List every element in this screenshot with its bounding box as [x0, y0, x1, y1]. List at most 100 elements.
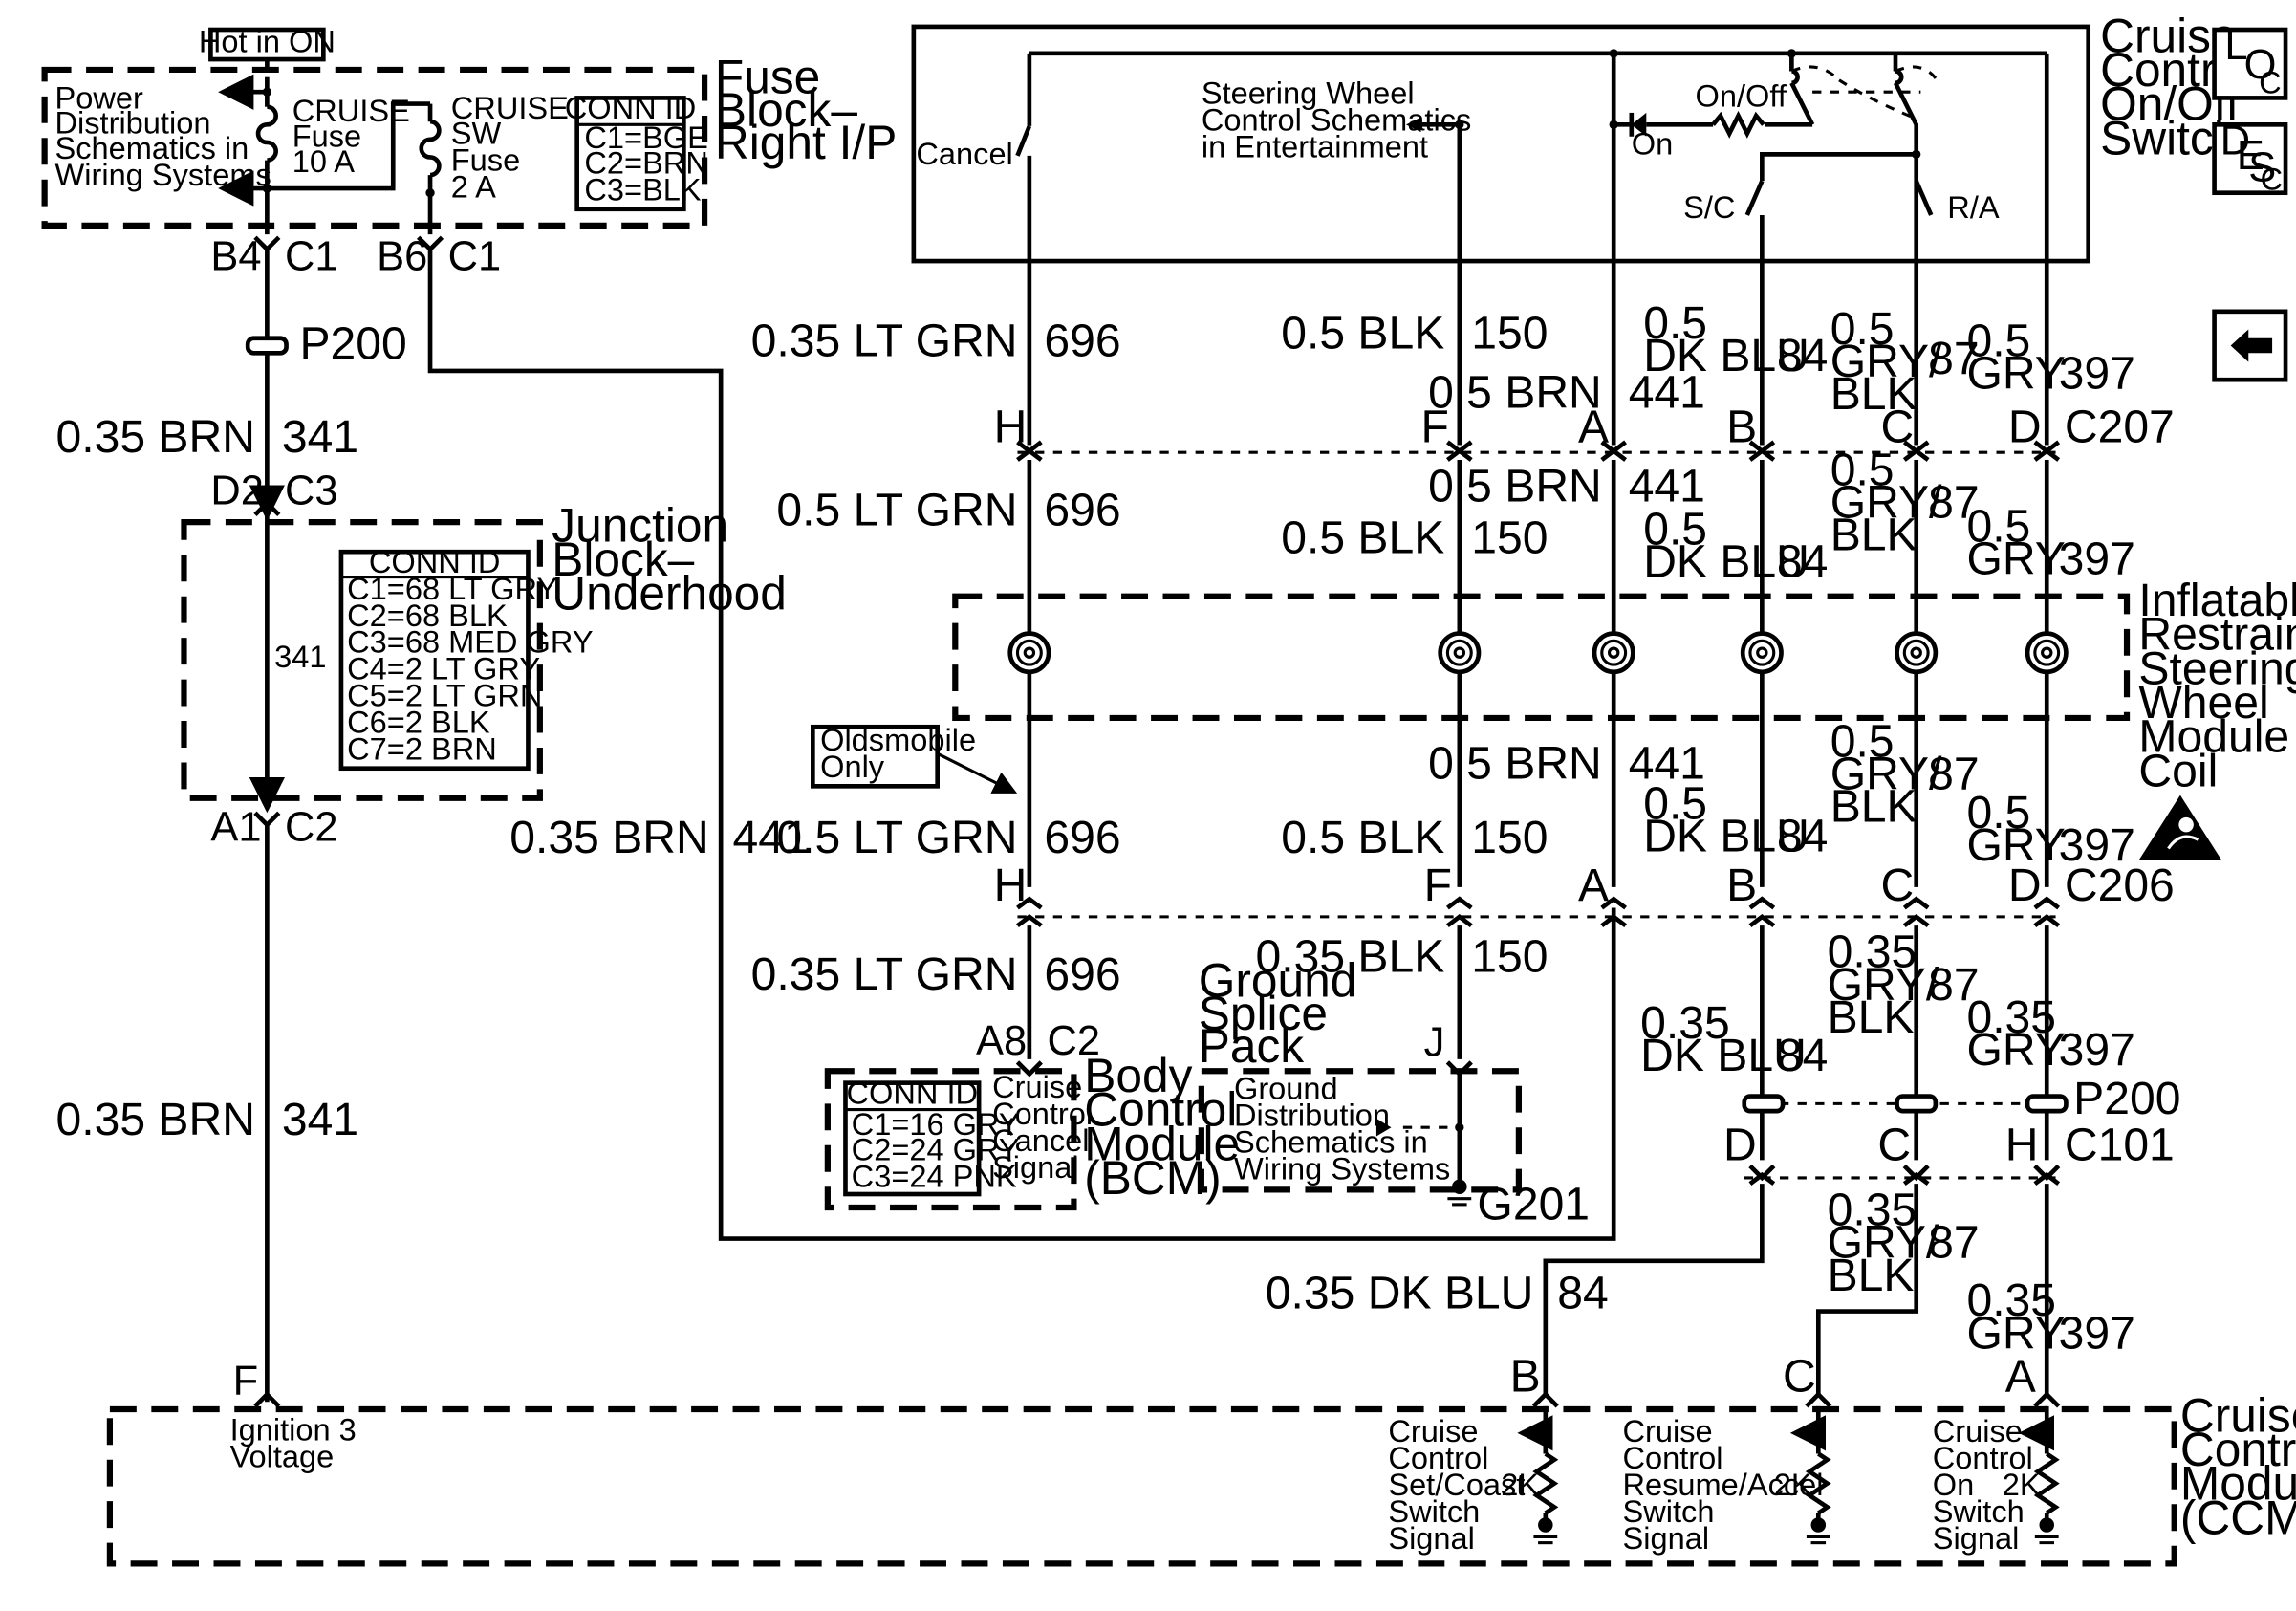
led-on-label: On [1632, 126, 1673, 161]
svg-text:O: O [2244, 42, 2277, 88]
coil-spiral-icon [1007, 631, 2069, 675]
svg-text:Right I/P: Right I/P [715, 116, 897, 169]
svg-text:Coil: Coil [2138, 745, 2218, 796]
description-icon[interactable]: D E S C [2212, 118, 2288, 197]
svg-text:B: B [1510, 1350, 1541, 1402]
circuit-341: P200 0.35 BRN 341 D2 C3 341 A1 C2 0.35 B… [56, 249, 407, 1408]
svg-text:Control: Control [1623, 1441, 1723, 1475]
mid-wire-labels: 0.5 LT GRN 696 0.5 BRN 441 0.5 BLK 150 0… [776, 444, 2134, 587]
svg-text:Ground: Ground [1199, 954, 1357, 1008]
svg-text:A: A [1578, 860, 1609, 911]
svg-text:0.5 BLK: 0.5 BLK [1281, 308, 1444, 359]
svg-text:F: F [1424, 860, 1452, 911]
svg-text:150: 150 [1471, 512, 1548, 564]
svg-text:C206: C206 [2065, 860, 2175, 911]
svg-text:Module: Module [1084, 1117, 1240, 1170]
svg-text:341: 341 [282, 1094, 358, 1145]
svg-text:0.5: 0.5 [1643, 297, 1707, 349]
svg-text:C101: C101 [2065, 1119, 2175, 1170]
svg-text:0.35 BLK: 0.35 BLK [1256, 930, 1445, 982]
pin-a1: A1 [210, 805, 261, 851]
svg-text:A: A [1578, 401, 1609, 452]
svg-text:C5=2 LT GRN: C5=2 LT GRN [347, 679, 542, 713]
svg-text:397: 397 [2059, 1307, 2135, 1359]
svg-text:Module: Module [2180, 1457, 2296, 1511]
body-control-module: A8 C2 CONN ID C1=16 GRY C2=24 GRY C3=24 … [824, 1018, 1240, 1211]
svg-text:C3=BLK: C3=BLK [584, 172, 702, 207]
svg-text:150: 150 [1471, 812, 1548, 863]
set-coast-input: 2K Cruise Control Set/Coast Switch Signa… [1388, 1405, 1559, 1556]
pin-c2: C2 [285, 805, 338, 851]
junction-block: CONN ID C1=68 LT GRY C2=68 BLK C3=68 MED… [181, 498, 787, 801]
svg-text:GRY/: GRY/ [1830, 748, 1942, 799]
svg-text:Power: Power [54, 80, 142, 115]
svg-text:C7=2 BRN: C7=2 BRN [347, 731, 497, 766]
svg-text:Fuse: Fuse [451, 142, 520, 177]
power-distribution-note: Power Distribution Schematics in Wiring … [54, 80, 271, 192]
svg-text:696: 696 [1044, 484, 1120, 535]
pin-c1-b: C1 [448, 233, 502, 279]
svg-text:C4=2 LT GRY: C4=2 LT GRY [347, 652, 540, 686]
svg-text:Body: Body [1084, 1049, 1192, 1102]
svg-text:696: 696 [1044, 812, 1120, 863]
svg-text:H: H [2005, 1119, 2039, 1170]
svg-text:H: H [994, 860, 1028, 911]
resume-accel-label: R/A [1947, 190, 2000, 225]
svg-text:C: C [2259, 66, 2282, 100]
svg-text:C6=2 BLK: C6=2 BLK [347, 705, 490, 739]
svg-text:GRY: GRY [1966, 1307, 2065, 1359]
svg-text:397: 397 [2059, 348, 2135, 400]
svg-text:0.5: 0.5 [1966, 500, 2030, 552]
svg-text:D: D [2008, 401, 2042, 452]
svg-text:DK BLU: DK BLU [1640, 1030, 1807, 1081]
svg-text:SW: SW [451, 117, 502, 151]
cruise-fuse-icon [255, 104, 278, 163]
resume-accel-input: 2K Cruise Control Resume/Accel Switch Si… [1623, 1405, 1831, 1556]
svg-text:P200: P200 [2073, 1073, 2180, 1124]
svg-text:0.5 LT GRN: 0.5 LT GRN [776, 484, 1017, 535]
cancel-switch-label: Cancel [916, 137, 1012, 171]
svg-text:A: A [2005, 1350, 2036, 1402]
svg-text:Switch: Switch [1623, 1494, 1715, 1529]
svg-text:Ignition 3: Ignition 3 [230, 1413, 357, 1448]
p200-splice [245, 336, 289, 356]
ccm-wires: 0.35 DK BLU 84 0.35 GRY/ BLK 87 0.35 GRY… [1266, 1184, 2135, 1395]
pin-c3: C3 [285, 468, 338, 514]
connector-c207: H F A B C D C207 [994, 401, 2175, 462]
svg-text:Switch: Switch [1933, 1494, 2025, 1529]
svg-text:87: 87 [1928, 959, 1979, 1011]
svg-text:0.35: 0.35 [1966, 1274, 2056, 1326]
svg-text:Control: Control [992, 1097, 1093, 1131]
steering-wheel-coil: Inflatable Restraint Steering Wheel Modu… [952, 575, 2296, 860]
oldsmobile-callout: Oldsmobile Only [811, 723, 1018, 794]
svg-text:(CCM): (CCM) [2180, 1491, 2296, 1544]
back-button[interactable] [2212, 309, 2288, 382]
pin-b4: B4 [210, 233, 261, 279]
svg-text:CONN ID: CONN ID [369, 545, 501, 579]
svg-text:Only: Only [820, 750, 885, 784]
svg-text:2 A: 2 A [451, 169, 496, 204]
svg-text:Splice: Splice [1199, 987, 1328, 1040]
svg-text:0.5 BRN: 0.5 BRN [1428, 738, 1602, 790]
svg-text:0.5: 0.5 [1830, 715, 1895, 767]
svg-text:D: D [1723, 1119, 1757, 1170]
svg-text:DK BLU: DK BLU [1643, 811, 1809, 862]
svg-text:Control: Control [1084, 1083, 1237, 1137]
svg-text:Pack: Pack [1199, 1019, 1305, 1073]
location-icon[interactable]: L O C [2212, 23, 2288, 100]
svg-text:0.5 BRN: 0.5 BRN [1428, 367, 1602, 419]
connector-c206: H F A B C D C206 [994, 860, 2175, 928]
svg-text:S: S [2248, 144, 2276, 190]
svg-text:10 A: 10 A [292, 144, 355, 179]
svg-text:2K: 2K [1501, 1468, 1539, 1502]
ground-g201-label: G201 [1477, 1178, 1590, 1230]
svg-text:GRY/: GRY/ [1830, 336, 1942, 387]
svg-text:A8: A8 [976, 1018, 1027, 1064]
svg-text:GRY/: GRY/ [1828, 959, 1939, 1011]
svg-text:Control: Control [1933, 1441, 2033, 1475]
svg-text:150: 150 [1471, 308, 1548, 359]
set-coast-label: S/C [1683, 190, 1735, 225]
svg-text:341: 341 [282, 411, 358, 463]
svg-text:441: 441 [1629, 367, 1705, 419]
svg-text:Block–: Block– [552, 533, 694, 586]
